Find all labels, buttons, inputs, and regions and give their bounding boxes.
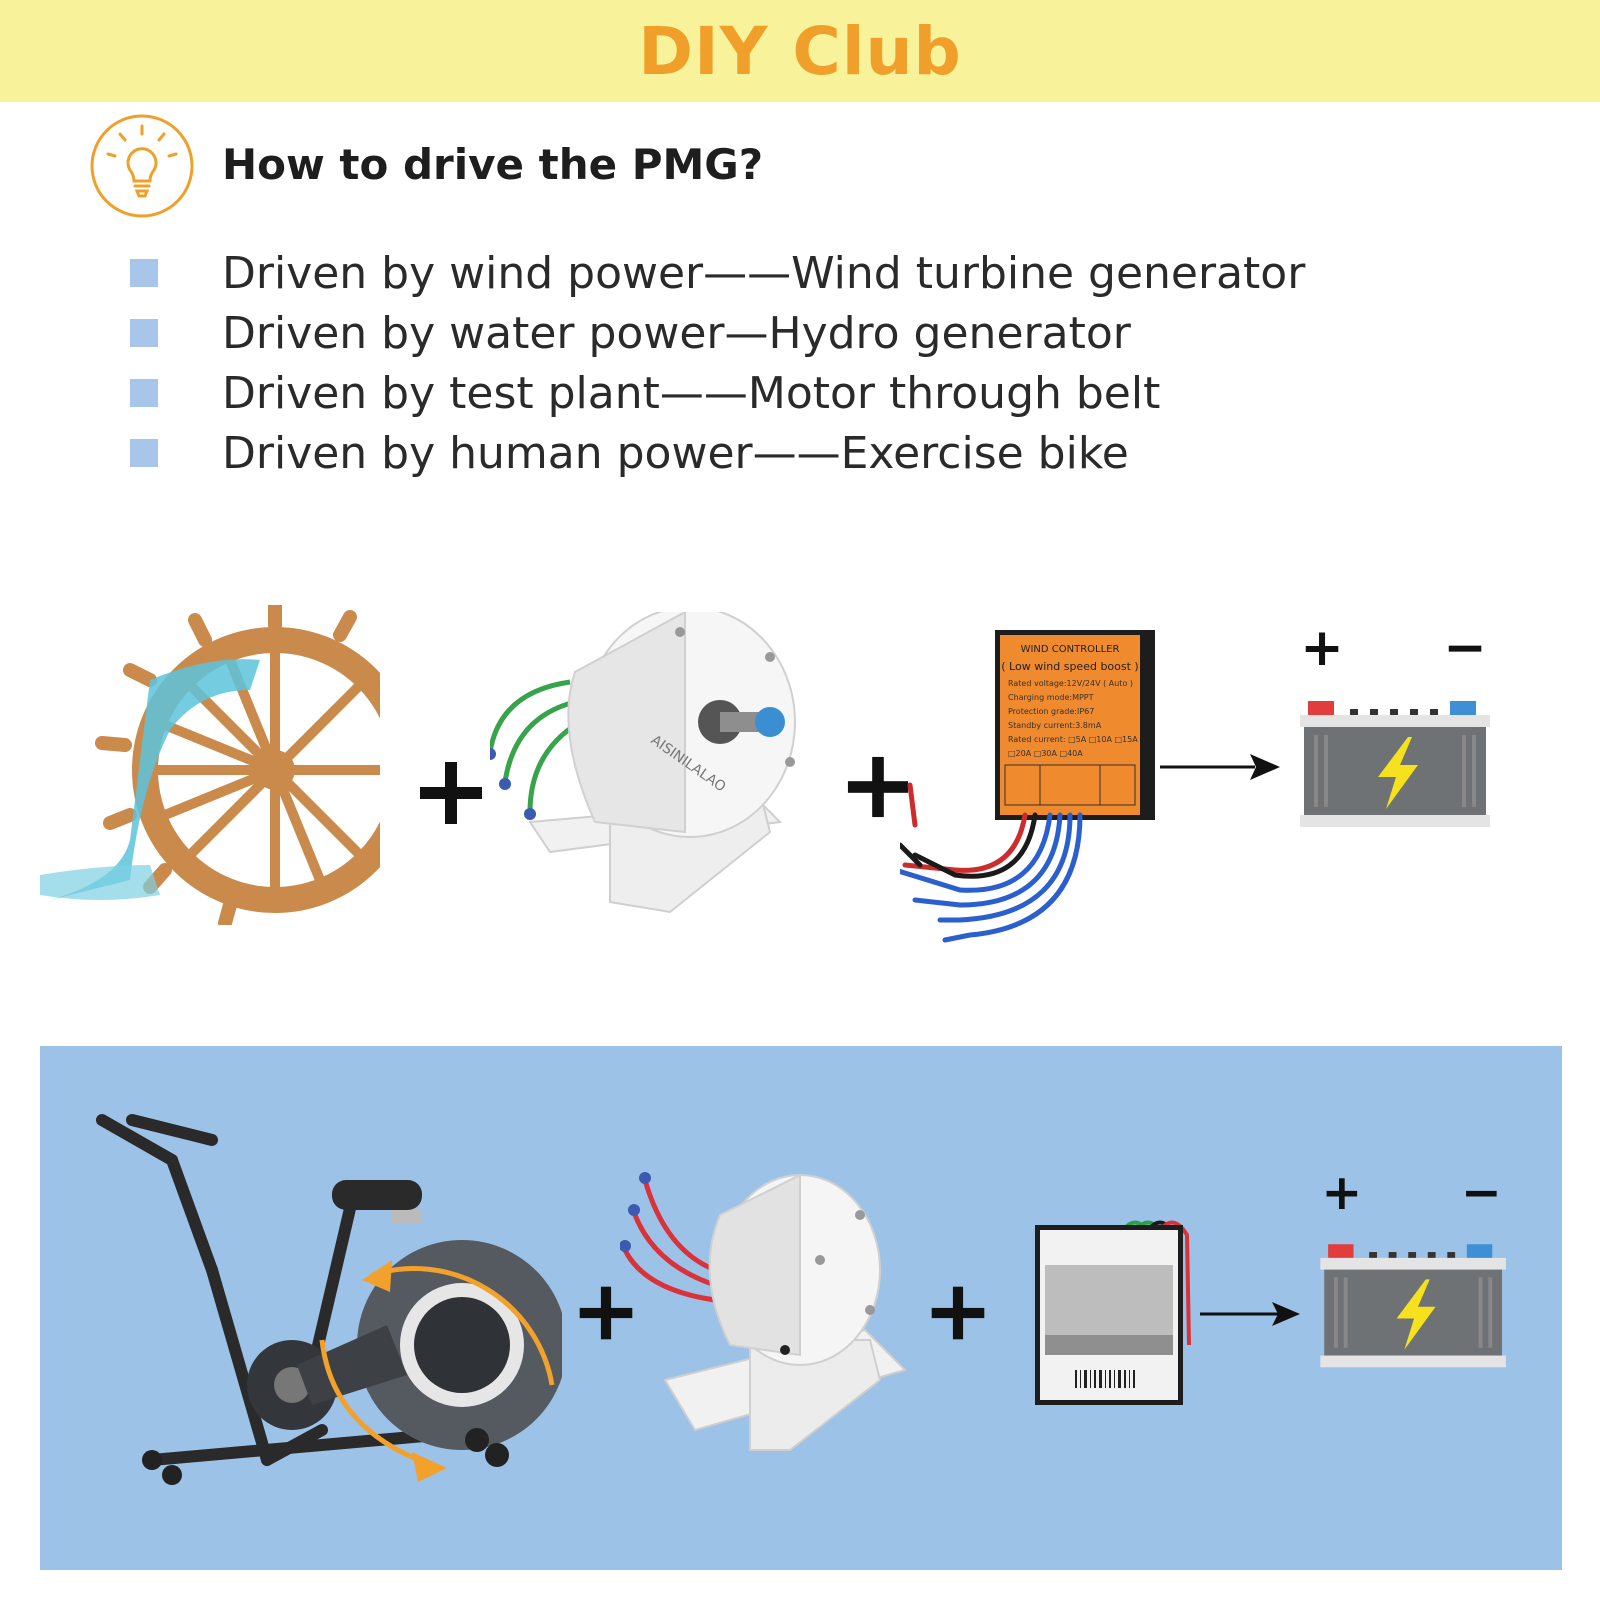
exercise-bike-illustration [96,1114,562,1485]
driver-list: Driven by wind power——Wind turbine gener… [130,243,1305,483]
charge-controller-illustration [1035,1220,1191,1405]
bullet-marker [130,379,158,407]
lightning-icon [1378,737,1418,809]
list-item: Driven by test plant——Motor through belt [130,363,1305,423]
lightning-icon [1396,1279,1436,1350]
controller-spec-line: Protection grade:IP67 [1008,707,1094,716]
arrow-right-icon [1160,754,1280,780]
controller-spec-line: Standby current:3.8mA [1008,721,1102,730]
water-wheel-illustration [40,605,380,925]
bullet-marker [130,259,158,287]
pmg-generator-illustration [620,1172,907,1451]
controller-spec-line: Rated current: □5A □10A □15A [1008,735,1138,744]
battery-icon: + − [1300,625,1490,827]
arrow-right-icon [1200,1302,1300,1326]
list-item-text: Driven by water power—Hydro generator [222,307,1131,359]
bullet-marker [130,439,158,467]
controller-subtitle: ( Low wind speed boost ) [1001,660,1138,673]
controller-spec-line: Rated voltage:12V/24V ( Auto ) [1008,679,1133,688]
battery-plus-sign: + [1321,1170,1362,1221]
banner-title: DIY Club [638,12,962,90]
battery-minus-sign: − [1443,625,1487,678]
plus-icon [931,1286,985,1340]
list-item: Driven by human power——Exercise bike [130,423,1305,483]
battery-plus-sign: + [1300,625,1344,678]
controller-title: WIND CONTROLLER [1021,644,1120,655]
controller-spec-line: Charging mode:MPPT [1008,693,1094,702]
list-item-text: Driven by test plant——Motor through belt [222,367,1161,419]
list-item-text: Driven by wind power——Wind turbine gener… [222,247,1306,299]
wind-controller-illustration: WIND CONTROLLER ( Low wind speed boost )… [900,630,1155,943]
list-item: Driven by water power—Hydro generator [130,303,1305,363]
section-question: How to drive the PMG? [222,140,764,189]
plus-icon [579,1286,633,1340]
controller-spec-line: □20A □30A □40A [1008,749,1083,758]
title-banner: DIY Club [0,0,1600,102]
bullet-marker [130,319,158,347]
list-item-text: Driven by human power——Exercise bike [222,427,1129,479]
plus-icon [420,762,482,824]
battery-icon: + − [1320,1170,1506,1368]
battery-minus-sign: − [1461,1170,1502,1221]
pmg-generator-illustration: AISINILALAO [490,612,796,914]
list-item: Driven by wind power——Wind turbine gener… [130,243,1305,303]
lightbulb-icon [90,114,194,218]
plus-icon [847,756,909,818]
